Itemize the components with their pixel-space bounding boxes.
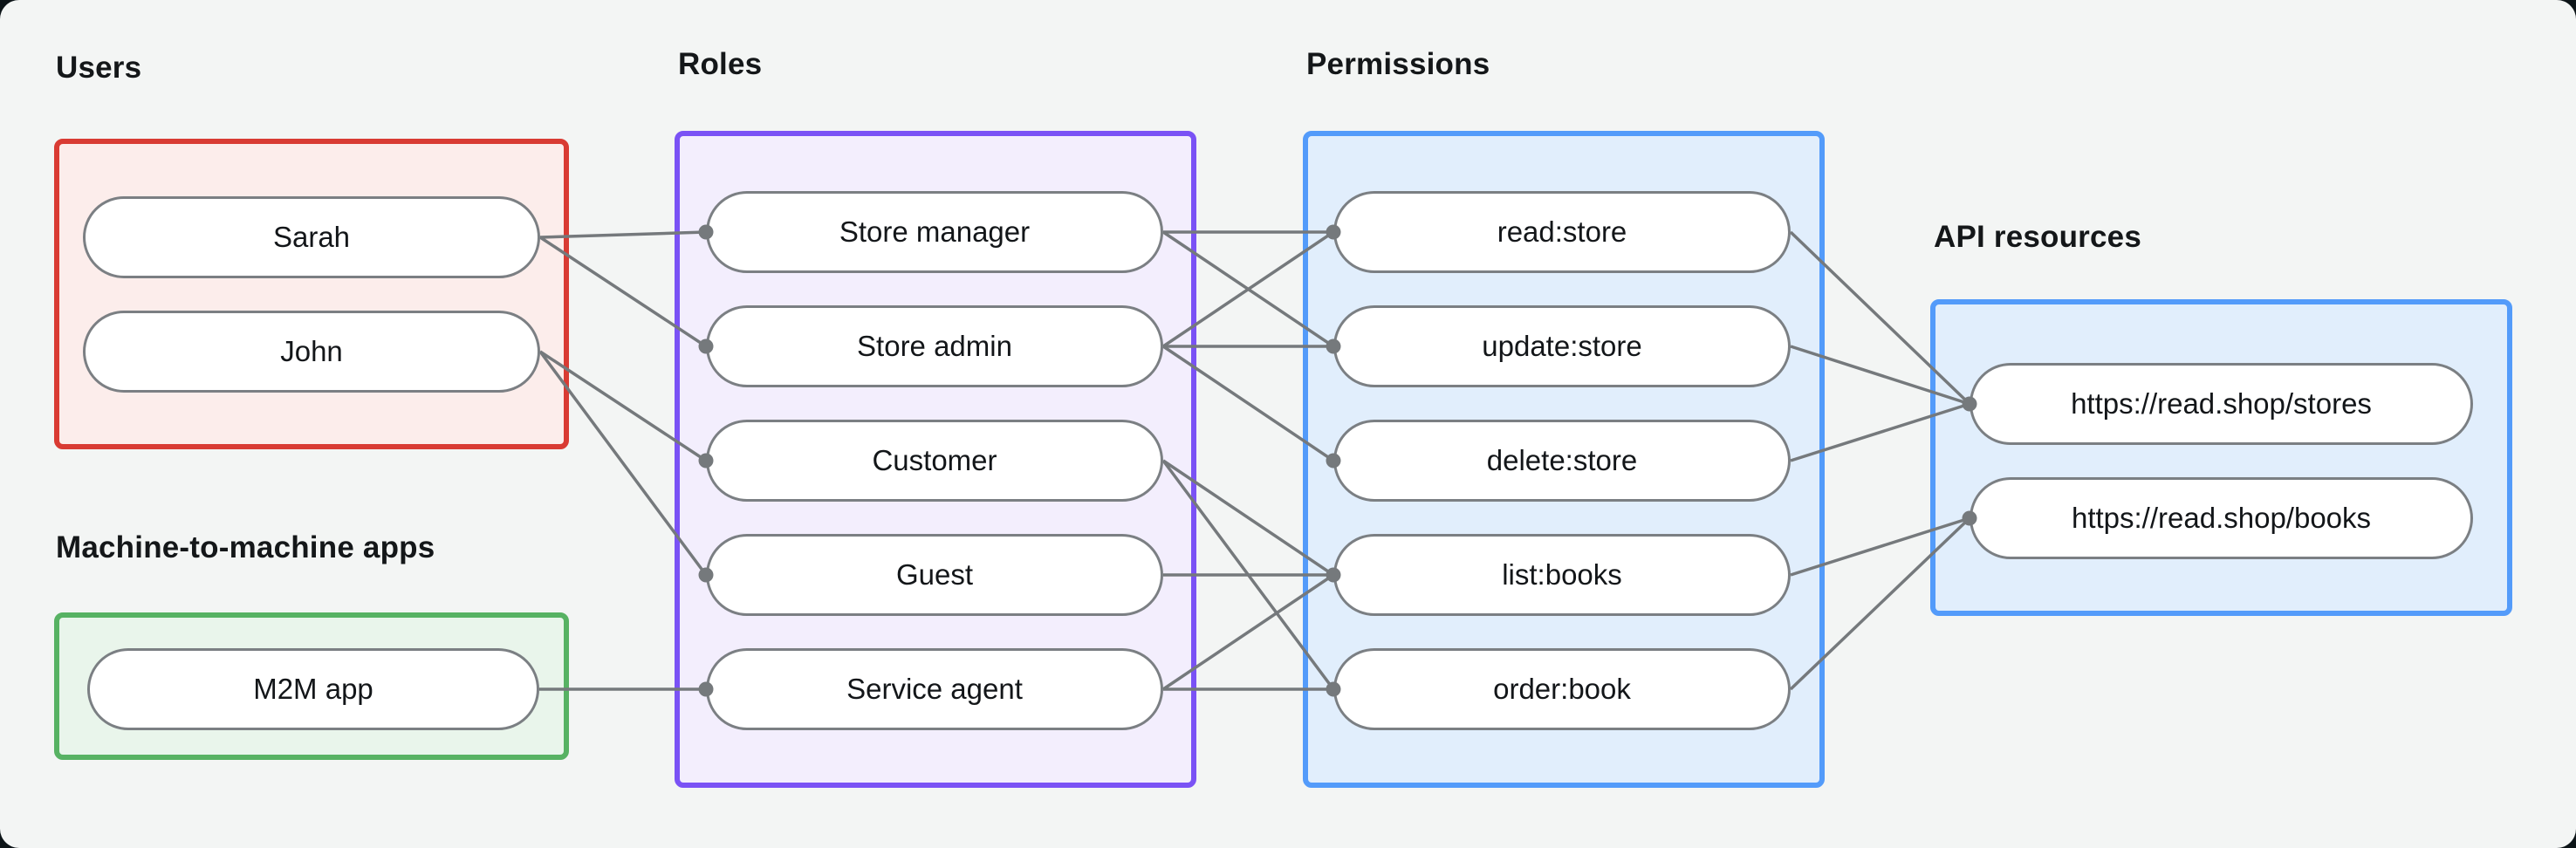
node-user-john: John: [83, 311, 540, 393]
node-api-resource-books: https://read.shop/books: [1970, 477, 2473, 559]
node-api-resource-stores: https://read.shop/stores: [1970, 363, 2473, 445]
api-resources-group-box: [1930, 299, 2512, 616]
edge-sarah-to-store-admin: [539, 236, 707, 348]
node-role-store-manager: Store manager: [706, 191, 1163, 273]
edge-store-admin-to-delete-store: [1162, 345, 1334, 462]
m2m-apps-group-label: Machine-to-machine apps: [56, 530, 435, 564]
node-permission-read-store: read:store: [1333, 191, 1791, 273]
edge-read-store-to-stores: [1789, 230, 1971, 406]
edge-delete-store-to-stores: [1790, 402, 1970, 462]
edge-john-to-customer: [539, 350, 707, 462]
node-m2m-app: M2M app: [87, 648, 539, 730]
edge-update-store-to-stores: [1790, 345, 1970, 406]
node-user-sarah: Sarah: [83, 196, 540, 278]
node-permission-order-book: order:book: [1333, 648, 1791, 730]
roles-group-label: Roles: [678, 47, 763, 81]
edge-list-books-to-books: [1790, 516, 1970, 577]
node-role-customer: Customer: [706, 420, 1163, 502]
users-group-label: Users: [56, 51, 142, 85]
edge-service-agent-to-list-books: [1162, 573, 1334, 691]
node-permission-update-store: update:store: [1333, 305, 1791, 387]
node-permission-delete-store: delete:store: [1333, 420, 1791, 502]
node-role-store-admin: Store admin: [706, 305, 1163, 387]
api-resources-group-label: API resources: [1934, 220, 2141, 254]
edge-customer-to-list-books: [1162, 459, 1334, 577]
users-group-box: [54, 139, 569, 449]
edge-store-admin-to-read-store: [1162, 230, 1334, 348]
node-role-service-agent: Service agent: [706, 648, 1163, 730]
edge-john-to-guest: [538, 350, 708, 577]
permissions-group-label: Permissions: [1306, 47, 1490, 81]
node-permission-list-books: list:books: [1333, 534, 1791, 616]
edge-order-book-to-books: [1789, 516, 1971, 691]
edge-sarah-to-store-manager: [539, 230, 707, 239]
node-role-guest: Guest: [706, 534, 1163, 616]
